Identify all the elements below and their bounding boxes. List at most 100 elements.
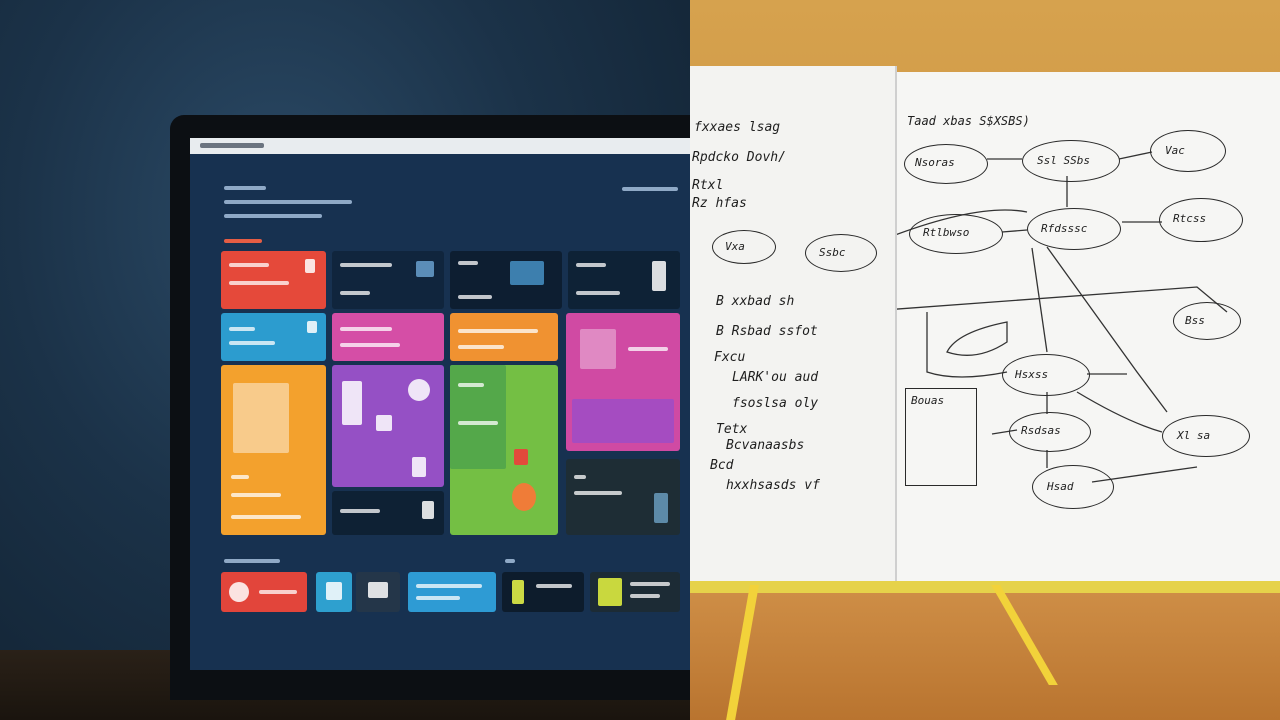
tile-dark-stat[interactable]	[566, 459, 680, 535]
top-right-actions[interactable]	[622, 187, 678, 191]
tile-text	[458, 295, 492, 299]
tile-purple[interactable]	[332, 365, 444, 487]
tile-dark-chart[interactable]	[332, 251, 444, 309]
note-line: Bcd	[710, 458, 734, 473]
note-line: fxxaes lsag	[694, 120, 781, 135]
tile-text	[574, 491, 622, 495]
bottom-card-blue-1[interactable]	[316, 572, 352, 612]
diagram-edge	[1076, 391, 1163, 433]
tile-icon	[233, 383, 289, 453]
tile-text	[340, 263, 392, 267]
tile-pink[interactable]	[332, 313, 444, 361]
tile-text	[458, 345, 504, 349]
bottom-card-red[interactable]	[221, 572, 307, 612]
note-line: Bcvanaasbs	[726, 438, 805, 453]
note-line: LARK'ou aud	[732, 370, 819, 385]
diagram-node-label: Vxa	[725, 240, 745, 253]
diagram-box	[905, 388, 977, 486]
diagram-node-label: Rfdsssc	[1041, 222, 1088, 235]
tile-text	[576, 291, 620, 295]
diagram-node-label: Hsxss	[1015, 368, 1049, 381]
tile-dark-list[interactable]	[568, 251, 680, 309]
diagram-edge	[926, 312, 1008, 378]
diagram-node	[1173, 302, 1241, 340]
diagram-node	[1162, 415, 1250, 457]
tile-icon	[342, 381, 362, 425]
wooden-table	[690, 580, 1280, 720]
tile-panel	[450, 365, 506, 469]
tile-icon	[512, 483, 536, 511]
diagram-node	[1150, 130, 1226, 172]
diagram-node-label: Rtcss	[1173, 212, 1207, 225]
tile-text	[458, 329, 538, 333]
tile-green[interactable]	[450, 365, 558, 535]
tile-text	[574, 475, 586, 479]
diagram-node	[1022, 140, 1120, 182]
tile-magenta-large[interactable]	[566, 313, 680, 451]
diagram-edge	[897, 286, 1228, 313]
tile-text	[231, 493, 281, 497]
bottom-section-label	[224, 559, 280, 563]
url-text	[200, 143, 264, 148]
bottom-card-dark-3[interactable]	[590, 572, 680, 612]
tile-text	[229, 281, 289, 285]
laptop-screen	[190, 138, 690, 670]
note-line: Rz hfas	[692, 196, 747, 211]
tile-dark-image[interactable]	[450, 251, 562, 309]
tile-icon	[510, 261, 544, 285]
diagram-node	[909, 214, 1003, 254]
tile-text	[630, 582, 670, 586]
diagram-box-label: Bouas	[911, 394, 945, 407]
dashboard-subtitle	[224, 200, 352, 204]
tile-panel	[572, 399, 674, 443]
tile-icon	[376, 415, 392, 431]
tile-text	[231, 475, 249, 479]
tile-icon	[368, 582, 388, 598]
dashboard-title	[224, 186, 266, 190]
tile-text	[416, 596, 460, 600]
tile-icon	[422, 501, 434, 519]
tile-icon	[326, 582, 342, 600]
tile-text	[229, 327, 255, 331]
bottom-card-dark[interactable]	[356, 572, 400, 612]
diagram-node-label: Nsoras	[915, 156, 955, 169]
browser-address-bar[interactable]	[190, 138, 690, 154]
bottom-card-blue-2[interactable]	[408, 572, 496, 612]
tile-text	[229, 341, 275, 345]
diagram-node	[1002, 354, 1090, 396]
notebook-right-page: Taad xbas S$XSBS)	[712, 72, 1280, 581]
tile-text	[340, 509, 380, 513]
section-label	[224, 239, 262, 243]
tile-blue[interactable]	[221, 313, 326, 361]
tile-text	[536, 584, 572, 588]
tile-icon	[305, 259, 315, 273]
tile-text	[628, 347, 668, 351]
note-line: B Rsbad ssfot	[716, 324, 818, 339]
tile-text	[458, 383, 484, 387]
diagram-node-label: Rsdsas	[1021, 424, 1061, 437]
tile-orange-large[interactable]	[221, 365, 326, 535]
diagram-node	[1032, 465, 1114, 509]
tile-icon	[514, 449, 528, 465]
tile-text	[259, 590, 297, 594]
note-line: hxxhsasds vf	[726, 478, 820, 493]
diagram-node	[1009, 412, 1091, 452]
tile-icon	[416, 261, 434, 277]
tile-text	[340, 291, 370, 295]
tile-red[interactable]	[221, 251, 326, 309]
tile-dark-bottom[interactable]	[332, 491, 444, 535]
tile-text	[458, 261, 478, 265]
tile-icon	[654, 493, 668, 523]
bottom-card-dark-2[interactable]	[502, 572, 584, 612]
diagram-edge	[1031, 247, 1048, 353]
tile-orange-small[interactable]	[450, 313, 558, 361]
diagram-node	[1159, 198, 1243, 242]
diagram-title: Taad xbas S$XSBS)	[907, 114, 1030, 128]
diagram-node-label: Ssl SSbs	[1037, 154, 1090, 167]
note-line: Fxcu	[714, 350, 746, 365]
tile-icon	[580, 329, 616, 369]
tile-text	[340, 343, 400, 347]
note-line: Tetx	[716, 422, 748, 437]
diagram-node-label: Bss	[1185, 314, 1205, 327]
diagram-edge	[1118, 151, 1153, 160]
